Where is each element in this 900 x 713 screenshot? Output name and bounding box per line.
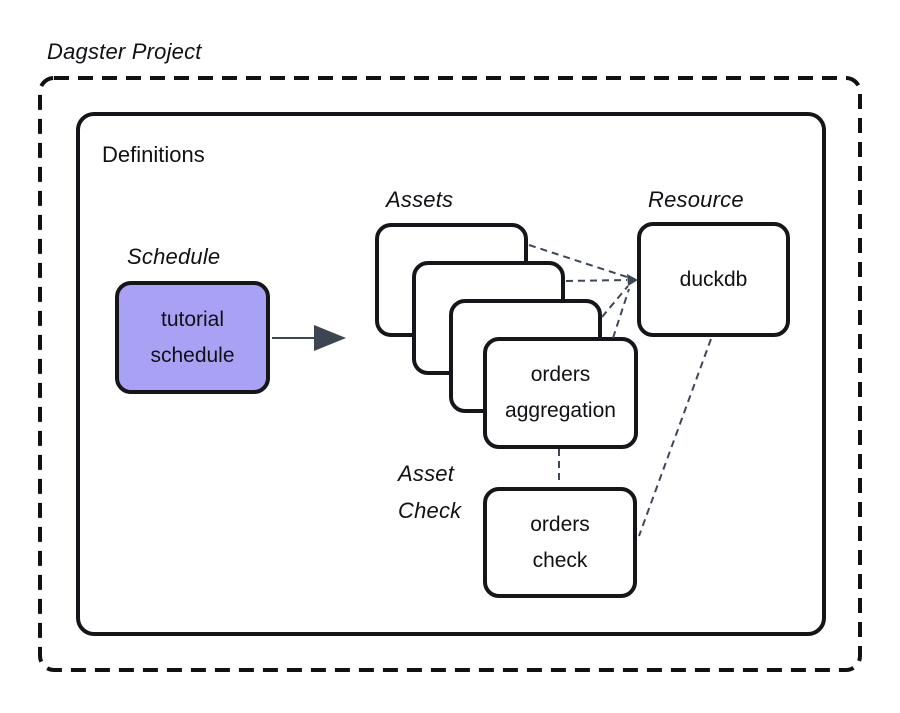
asset-check-group-label: Asset Check: [398, 461, 462, 523]
assets-group-label: Assets: [386, 187, 454, 212]
definitions-label: Definitions: [102, 142, 205, 167]
tutorial-schedule-node: tutorial schedule: [115, 281, 270, 394]
diagram-title: Dagster Project: [47, 39, 202, 64]
schedule-group-label: Schedule: [127, 244, 221, 269]
resource-group-label: Resource: [648, 187, 744, 212]
orders-check-node: orders check: [483, 487, 637, 598]
orders-aggregation-node: orders aggregation: [483, 337, 638, 449]
duckdb-node: duckdb: [637, 222, 790, 337]
